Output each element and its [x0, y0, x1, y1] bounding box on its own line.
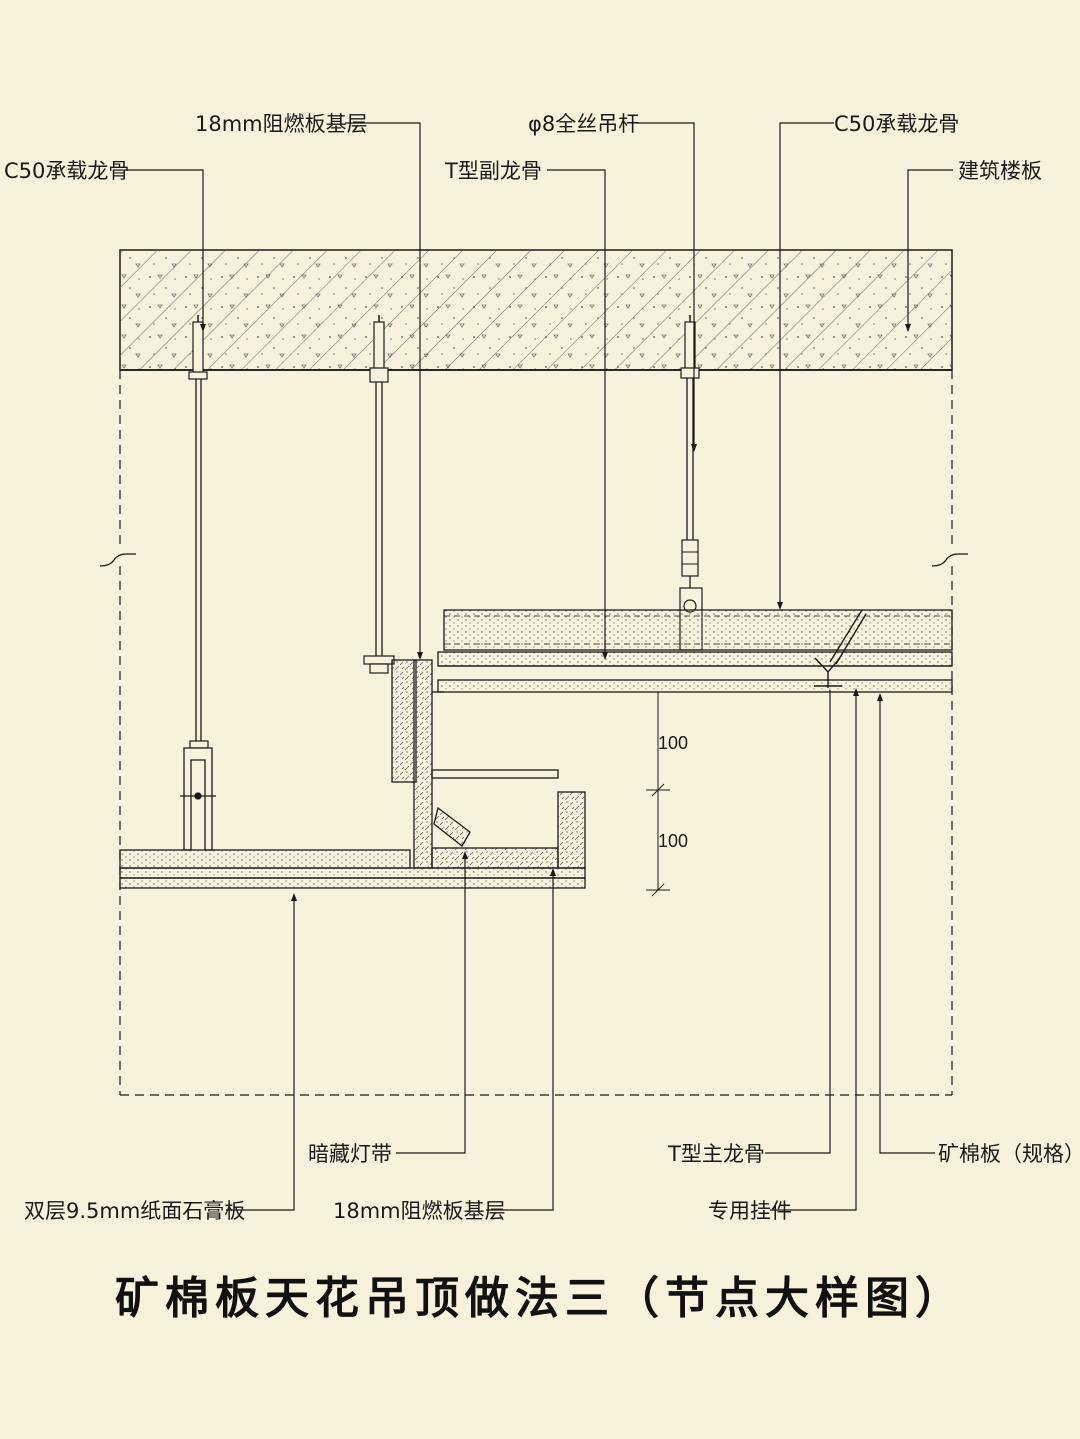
lower-gypsum-ceiling: [119, 849, 586, 889]
label-gypsum-board: 双层9.5mm纸面石膏板: [24, 1199, 245, 1223]
label-t-main-runner: T型主龙骨: [667, 1142, 765, 1166]
leader-arrows: [200, 324, 911, 901]
label-threaded-rod: φ8全丝吊杆: [528, 112, 639, 136]
dimension-upper: 100: [658, 733, 688, 753]
upper-ceiling: [437, 609, 953, 693]
page-title: 矿棉板天花吊顶做法三（节点大样图）: [115, 1273, 965, 1324]
label-floor-slab: 建筑楼板: [958, 159, 1042, 183]
label-c50-left: C50承载龙骨: [4, 159, 129, 183]
floor-slab: [119, 249, 953, 371]
label-hidden-light: 暗藏灯带: [308, 1142, 392, 1166]
label-bottom-fire-board: 18mm阻燃板基层: [333, 1199, 506, 1223]
dimension-lower: 100: [658, 831, 688, 851]
leader-lines: [125, 122, 953, 1211]
light-trough: [391, 659, 586, 869]
label-top-fire-board: 18mm阻燃板基层: [195, 112, 368, 136]
break-marks: [99, 553, 968, 567]
label-t-sub-runner: T型副龙骨: [444, 159, 542, 183]
label-special-hanger: 专用挂件: [708, 1199, 792, 1223]
rod-left: [188, 315, 209, 749]
rod-middle: [363, 315, 395, 674]
dashed-boundary: [119, 370, 953, 1096]
label-c50-right: C50承载龙骨: [834, 112, 959, 136]
left-hanger-bracket: [180, 747, 216, 851]
label-mineral-board: 矿棉板（规格）: [938, 1142, 1080, 1166]
special-hanger-part: [814, 609, 867, 688]
dimension-lines: [646, 692, 670, 897]
